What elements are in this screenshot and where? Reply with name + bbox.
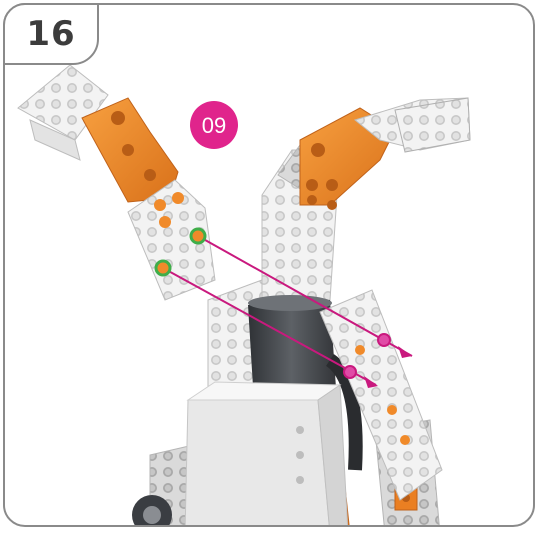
controller-block [185,382,348,534]
arrow-head-upper [398,346,412,358]
left-orange-servo [82,98,178,202]
step-number-tab: 16 [3,3,99,65]
part-count-badge: 09 [190,101,238,149]
part-count-label: 09 [202,113,226,138]
step-number: 16 [26,14,75,54]
